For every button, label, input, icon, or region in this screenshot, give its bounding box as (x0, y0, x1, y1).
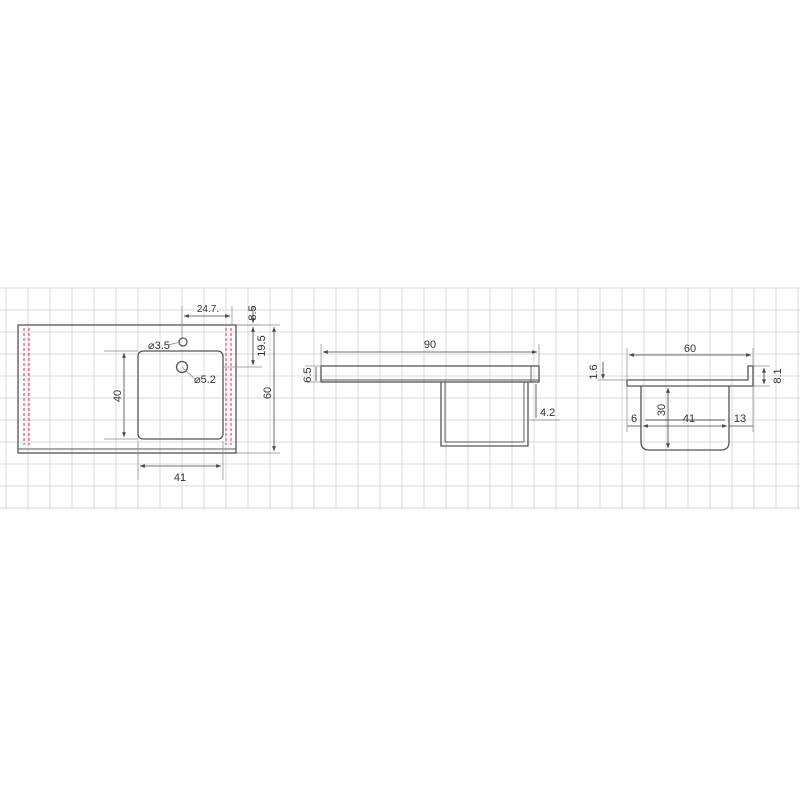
dim-label-side-41: 41 (683, 413, 695, 425)
plan-view: 41 40 60 24.7. 8.5 19.5 ⌀3.5 ⌀5.2 (17, 304, 280, 484)
dim-label-4-2: 4.2 (540, 407, 555, 419)
dim-label-30: 30 (656, 404, 668, 416)
dim-label-side-60: 60 (684, 343, 696, 355)
label-hole-small: ⌀3.5 (148, 340, 170, 352)
dim-label-90: 90 (424, 339, 436, 351)
bowl-outline (137, 350, 224, 440)
dim-label-13: 13 (734, 413, 746, 425)
dim-label-6: 6 (631, 413, 637, 425)
front-bowl (440, 382, 529, 447)
drain-leader (181, 366, 197, 381)
dim-label-1-6: 1.6 (588, 364, 600, 379)
small-hole (178, 337, 188, 347)
drain-hole (175, 360, 189, 374)
side-view: 60 1.6 8.1 30 41 6 13 (588, 343, 784, 451)
dim-label-6-5: 6.5 (302, 367, 314, 382)
dim-label-8-5: 8.5 (247, 305, 259, 320)
front-slab (320, 365, 540, 383)
side-bowl (640, 386, 730, 451)
dim-label-8-1: 8.1 (772, 368, 784, 383)
label-hole-large: ⌀5.2 (194, 374, 216, 386)
dim-label-24-7: 24.7. (197, 304, 219, 315)
dim-label-41: 41 (174, 472, 186, 484)
dim-label-19-5: 19.5 (256, 335, 268, 356)
small-hole-leader (167, 341, 181, 346)
countertop-outline (17, 324, 237, 454)
dim-label-40: 40 (112, 390, 124, 402)
dim-label-60: 60 (262, 387, 274, 399)
front-view: 90 6.5 4.2 (302, 339, 560, 447)
